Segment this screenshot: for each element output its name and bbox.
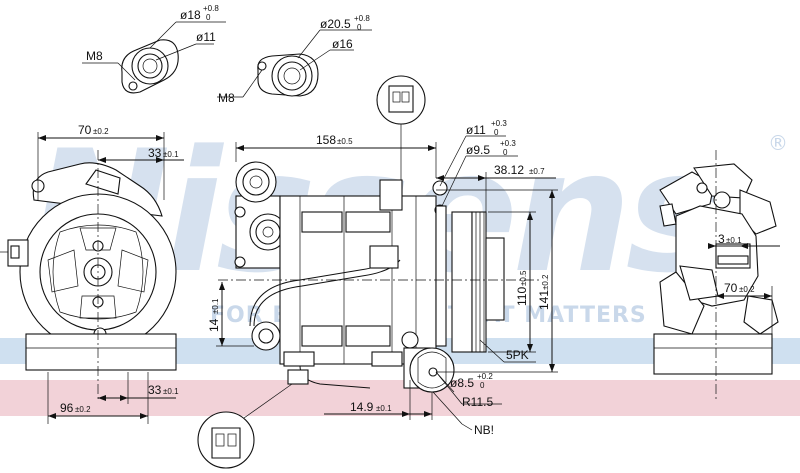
label-d85-tol2: 0 [480, 381, 485, 390]
label-d205-tol2: 0 [357, 23, 362, 32]
label-nb: NB! [474, 423, 494, 437]
label-w70-left: 70 [78, 123, 92, 137]
label-d11-port: ø11 [466, 123, 486, 137]
label-l149-tol: ±0.1 [376, 404, 392, 413]
label-w70-right: 70 [724, 281, 738, 295]
label-w96: 96 [60, 401, 74, 415]
label-d95-tol: +0.3 [500, 139, 516, 148]
label-w33-top-tol: ±0.1 [163, 150, 179, 159]
label-r115: R11.5 [462, 395, 493, 409]
label-h14: 14 [207, 318, 221, 332]
label-l158: 158 [316, 133, 336, 147]
label-w33-bottom-tol: ±0.1 [163, 387, 179, 396]
label-d85-tol: +0.2 [477, 372, 493, 381]
label-l3812-tol: ±0.7 [529, 167, 545, 176]
label-m8-right: M8 [218, 91, 235, 105]
label-d11-fitting: ø11 [196, 30, 216, 44]
label-h110-tol: ±0.5 [519, 270, 528, 286]
label-w70-left-tol: ±0.2 [93, 127, 109, 136]
connector-detail-bottom [197, 383, 293, 469]
label-d11-port-tol: +0.3 [491, 119, 507, 128]
label-d85: ø8.5 [450, 376, 474, 390]
label-d16: ø16 [332, 37, 353, 51]
right-end-view [653, 163, 779, 375]
label-d205-tol: +0.8 [354, 14, 370, 23]
label-h141: 141 [537, 290, 551, 310]
label-w3: 3 [718, 232, 725, 246]
label-d18-tol: +0.8 [203, 4, 219, 13]
label-h110: 110 [515, 287, 529, 306]
label-d11-port-tol2: 0 [494, 128, 499, 137]
label-m8-left: M8 [86, 49, 103, 63]
label-d205: ø20.5 [320, 17, 351, 31]
label-w3-tol: ±0.1 [726, 236, 742, 245]
label-w33-bottom: 33 [148, 383, 162, 397]
label-d95: ø9.5 [466, 143, 490, 157]
label-d18: ø18 [180, 8, 201, 22]
label-d18-tol2: 0 [206, 13, 211, 22]
label-l158-tol: ±0.5 [337, 137, 353, 146]
label-l3812: 38.12 [494, 163, 524, 177]
left-end-view [0, 162, 177, 371]
label-d95-tol2: 0 [503, 148, 508, 157]
label-pulley: 5PK [506, 348, 529, 362]
label-w96-tol: ±0.2 [75, 405, 91, 414]
watermark-registered: ® [768, 131, 788, 155]
connector-detail-top [376, 75, 426, 180]
label-h141-tol: ±0.2 [541, 274, 550, 290]
fitting-right [257, 53, 319, 97]
label-w33-top: 33 [148, 146, 162, 160]
label-h14-tol: ±0.1 [211, 298, 220, 314]
label-w70-right-tol: ±0.2 [739, 285, 755, 294]
label-l149: 14.9 [350, 400, 374, 414]
